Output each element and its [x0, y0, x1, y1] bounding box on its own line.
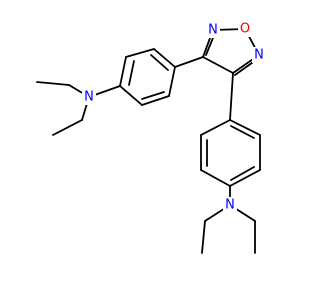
bond: [119, 56, 127, 87]
atom-oxadiazole-n-right-label: N: [254, 48, 264, 63]
atom-oxadiazole-n-right: N: [252, 47, 266, 63]
atom-label-layer: N N O N N: [82, 21, 266, 213]
atom-oxadiazole-o: O: [238, 21, 252, 37]
bond-layer: [36, 28, 261, 254]
bond: [141, 95, 170, 106]
bond: [36, 81, 70, 86]
bond: [229, 169, 261, 187]
bond: [141, 91, 165, 100]
atom-oxadiazole-n-left-label: N: [208, 23, 218, 38]
atom-n-bottom: N: [223, 197, 237, 213]
bond: [125, 48, 155, 58]
bond: [200, 169, 231, 187]
bond: [168, 66, 176, 97]
bond: [202, 56, 234, 74]
atom-n-top: N: [82, 89, 96, 105]
bond: [229, 72, 234, 121]
bond: [229, 119, 261, 136]
atom-n-bottom-label: N: [225, 198, 235, 213]
bond: [230, 166, 255, 181]
bond: [150, 54, 169, 71]
bond: [200, 119, 231, 136]
bond: [230, 125, 255, 139]
bond: [128, 60, 135, 86]
bond: [52, 119, 83, 136]
molecule-drawing: N N O N N: [36, 21, 266, 254]
bond: [174, 56, 204, 68]
atom-oxadiazole-n-left: N: [206, 22, 220, 38]
atom-oxadiazole-o-label: O: [240, 22, 250, 37]
bond: [201, 220, 206, 254]
bond: [119, 85, 143, 106]
atom-n-top-label: N: [84, 90, 94, 105]
bond: [153, 48, 176, 68]
